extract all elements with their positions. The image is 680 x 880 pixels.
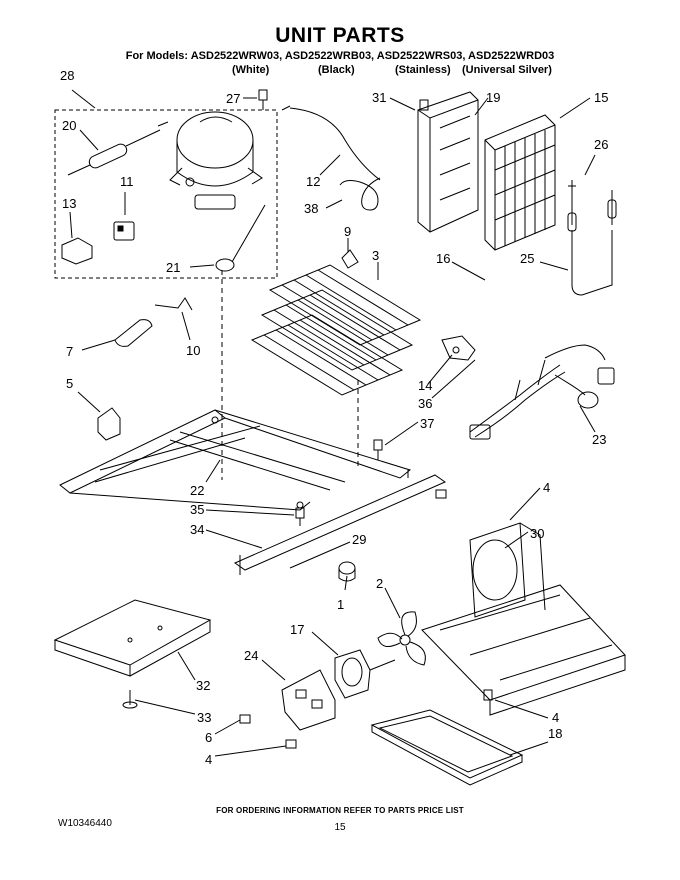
frame-22-part (59, 409, 412, 511)
callout-label: 4 (205, 752, 212, 767)
screw-6-part (239, 714, 251, 724)
bracket-14-part (441, 335, 476, 361)
screw-27-part (258, 89, 268, 110)
variant-stainless: (Stainless) (395, 64, 451, 76)
callout-label: 4 (552, 710, 559, 725)
leader-lines (69, 89, 596, 757)
variant-universal-silver: (Universal Silver) (462, 64, 552, 76)
tube-26-part (568, 180, 576, 198)
callout-label: 33 (197, 710, 211, 725)
callout-label: 29 (352, 532, 366, 547)
screw-33-part (122, 690, 138, 709)
document-number: W10346440 (58, 818, 112, 829)
fan-blade-2-part (377, 611, 426, 666)
callout-label: 18 (548, 726, 562, 741)
wire-harness-23-part (469, 344, 615, 440)
callout-label: 35 (190, 502, 204, 517)
drain-pan-18-part (370, 709, 524, 786)
callout-label: 2 (376, 576, 383, 591)
callout-label: 28 (60, 68, 74, 83)
callout-label: 19 (486, 90, 500, 105)
callout-label: 16 (436, 251, 450, 266)
callout-label: 17 (290, 622, 304, 637)
relay-part (113, 221, 135, 241)
callout-label: 15 (594, 90, 608, 105)
callout-label: 23 (592, 432, 606, 447)
callout-label: 13 (62, 196, 76, 211)
callout-label: 34 (190, 522, 204, 537)
callout-label: 11 (120, 174, 134, 189)
callout-label: 25 (520, 251, 534, 266)
relay-terminal (117, 225, 124, 232)
callout-label: 20 (62, 118, 76, 133)
callout-label: 4 (543, 480, 550, 495)
callout-label: 1 (337, 597, 344, 612)
callout-label: 26 (594, 137, 608, 152)
insulation-7-part (114, 319, 153, 347)
models-line: For Models: ASD2522WRW03, ASD2522WRB03, … (125, 50, 555, 62)
bracket-24-part (281, 669, 336, 731)
grommet-part (215, 258, 235, 272)
callout-label: 37 (420, 416, 434, 431)
callout-label: 21 (166, 260, 180, 275)
tube-12-part (289, 107, 381, 181)
rail-34-part (233, 470, 447, 575)
callout-label: 27 (226, 91, 240, 106)
callout-label: 6 (205, 730, 212, 745)
callout-label: 9 (344, 224, 351, 239)
compressor-part (169, 111, 263, 210)
callout-label: 24 (244, 648, 258, 663)
tube-38-part (339, 177, 381, 211)
callout-label: 10 (186, 343, 200, 358)
overload-part (61, 237, 93, 265)
page-title: UNIT PARTS (275, 24, 405, 47)
clip-9-part (341, 249, 359, 269)
callout-label: 5 (66, 376, 73, 391)
panel-32-part (53, 599, 212, 677)
screw-4c-part (483, 689, 493, 701)
callout-label: 14 (418, 378, 432, 393)
callout-labels: 28 27 31 19 15 20 12 11 38 26 13 9 3 16 … (60, 68, 608, 767)
callout-label: 12 (306, 174, 320, 189)
callout-label: 30 (530, 526, 544, 541)
callout-label: 3 (372, 248, 379, 263)
callout-label: 7 (66, 344, 73, 359)
screw-35-part (295, 507, 305, 526)
housing-19-part (417, 91, 479, 233)
grille-3-part (250, 264, 422, 396)
callout-label: 31 (372, 90, 386, 105)
grommet-leader (231, 204, 266, 263)
callout-label: 36 (418, 396, 432, 411)
ordering-note: FOR ORDERING INFORMATION REFER TO PARTS … (216, 806, 464, 815)
wire-10-part (154, 297, 193, 311)
tube-25-part (571, 230, 613, 296)
base-pan-30-part (421, 522, 626, 716)
mount-1-part (338, 561, 356, 575)
fan-motor-17-part (334, 649, 396, 699)
screw-4b-part (285, 739, 297, 749)
callout-label: 38 (304, 201, 318, 216)
condenser-part (484, 114, 556, 251)
variant-black: (Black) (318, 64, 355, 76)
bracket-5-part (97, 407, 121, 441)
screw-37-part (373, 439, 383, 460)
page-number: 15 (334, 822, 346, 833)
compressor-group-box (54, 109, 278, 279)
variant-white: (White) (232, 64, 270, 76)
screw-4-part (435, 489, 447, 499)
callout-label: 32 (196, 678, 210, 693)
callout-label: 22 (190, 483, 204, 498)
drier-part (67, 121, 169, 176)
